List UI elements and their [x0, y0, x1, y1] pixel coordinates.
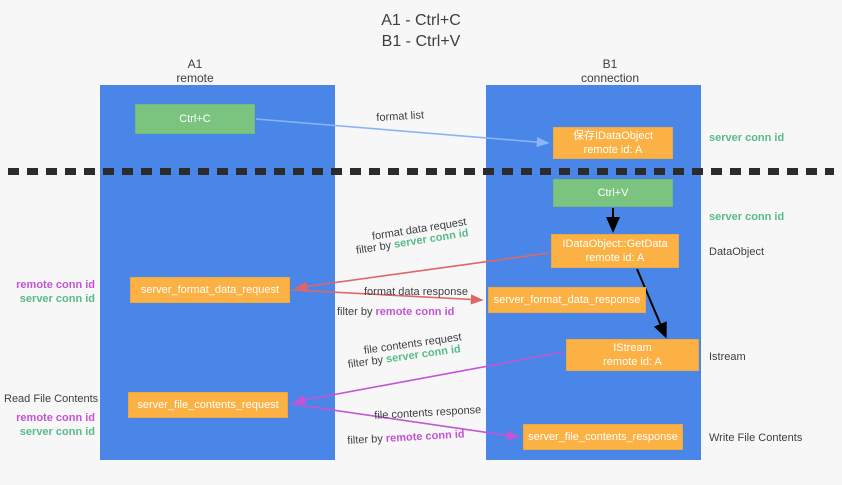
filter-by-text-1: filter by — [355, 238, 396, 257]
label-format-list: format list — [376, 109, 425, 124]
box-server-file-contents-response[interactable]: server_file_contents_response — [523, 424, 683, 450]
box-server-format-data-request[interactable]: server_format_data_request — [130, 277, 290, 303]
box-save-idataobject[interactable]: 保存IDataObject remote id: A — [553, 127, 673, 159]
label-server-conn-id-1: server conn id — [19, 293, 95, 305]
column-header-a1: A1 remote — [176, 57, 214, 85]
filter-value-remote-conn-id-1: remote conn id — [375, 306, 455, 318]
label-file-contents-response: file contents response — [374, 404, 482, 422]
box-server-format-data-response[interactable]: server_format_data_response — [488, 287, 646, 313]
label-write-file-contents: Write File Contents — [709, 432, 803, 444]
dashed-divider-overlay — [8, 168, 834, 175]
label-istream: Istream — [709, 351, 746, 363]
filter-value-remote-conn-id-2: remote conn id — [385, 428, 465, 445]
label-left-conn-ids-bottom: remote conn id server conn id — [10, 411, 95, 439]
diagram-title: A1 - Ctrl+C B1 - Ctrl+V — [381, 12, 461, 50]
label-server-conn-id-2: server conn id — [19, 426, 95, 438]
label-left-conn-ids-top: remote conn id server conn id — [10, 278, 95, 306]
label-format-data-response-filter: filter by remote conn id — [337, 305, 454, 319]
label-remote-conn-id-1: remote conn id — [16, 279, 95, 291]
label-dataobject: DataObject — [709, 246, 765, 258]
filter-by-text-3: filter by — [347, 353, 387, 371]
box-istream[interactable]: IStream remote id: A — [566, 339, 699, 371]
label-server-conn-id-mid: server conn id — [709, 211, 785, 223]
box-server-file-contents-request[interactable]: server_file_contents_request — [128, 392, 288, 418]
box-ctrl-v[interactable]: Ctrl+V — [553, 179, 673, 207]
filter-by-text-4: filter by — [347, 432, 387, 447]
label-format-data-response: format data response — [364, 286, 468, 298]
label-read-file-contents: Read File Contents — [4, 393, 99, 405]
filter-by-text-2: filter by — [337, 306, 376, 318]
label-file-contents-response-filter: filter by remote conn id — [347, 427, 465, 448]
box-idataobject-getdata[interactable]: IDataObject::GetData remote id: A — [551, 234, 679, 268]
column-header-b1: B1 connection — [580, 57, 640, 85]
label-server-conn-id-top: server conn id — [709, 132, 785, 144]
box-ctrl-c[interactable]: Ctrl+C — [135, 104, 255, 134]
label-remote-conn-id-2: remote conn id — [16, 412, 95, 424]
